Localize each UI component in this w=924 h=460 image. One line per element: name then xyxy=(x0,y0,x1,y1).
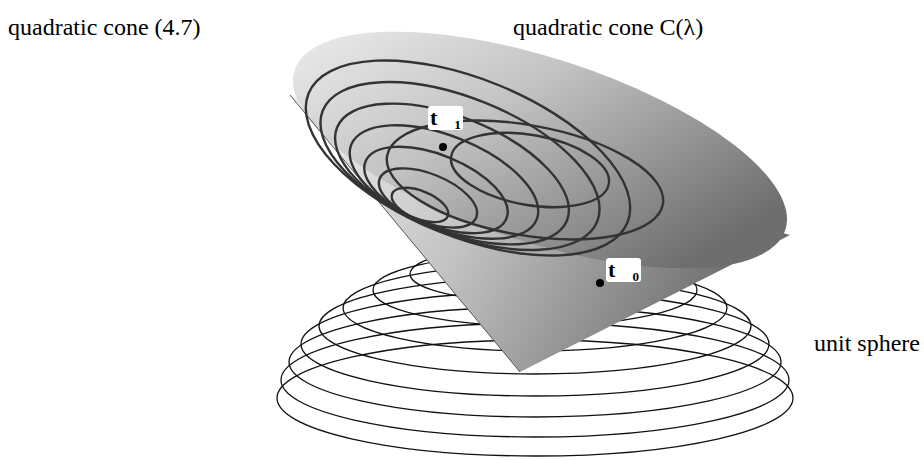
cone-label: quadratic cone C(λ) xyxy=(513,14,703,40)
cone-curves xyxy=(279,20,672,295)
point-label: t⃗₁ xyxy=(428,106,463,130)
point-label: t⃗₀ xyxy=(606,258,641,282)
points xyxy=(439,143,604,287)
cone-surface xyxy=(266,0,814,372)
cone-label: quadratic cone (4.7) xyxy=(8,14,201,40)
sphere-label: unit sphere xyxy=(814,330,920,356)
